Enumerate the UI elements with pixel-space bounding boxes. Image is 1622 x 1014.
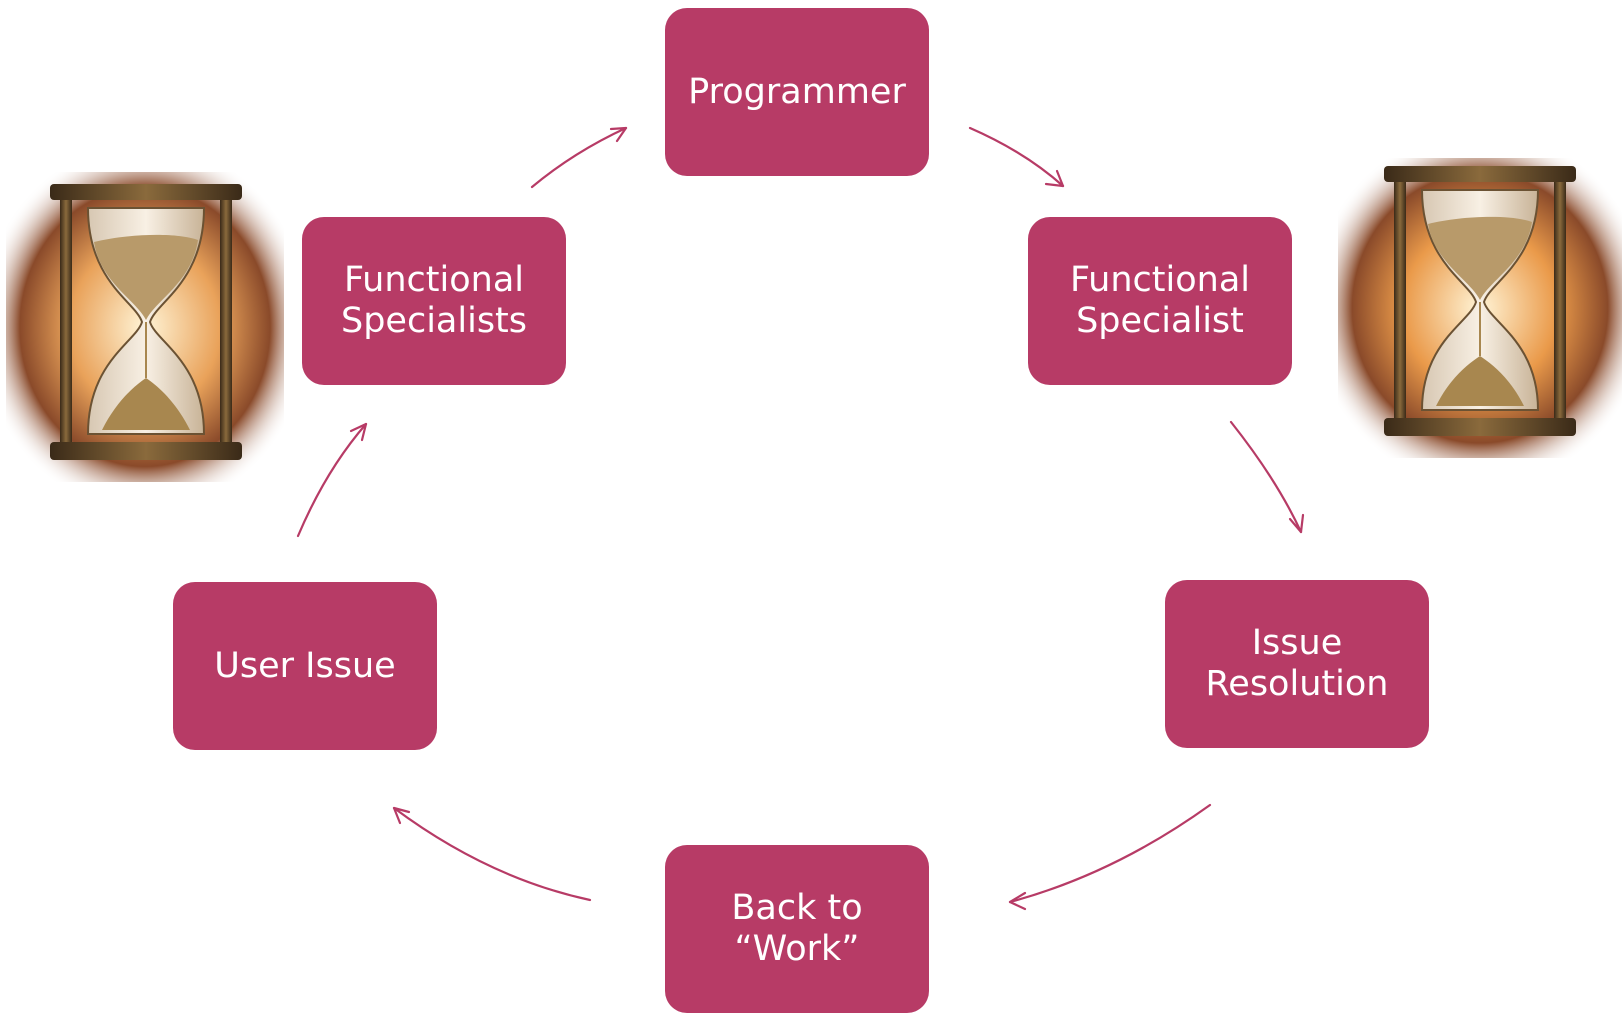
arrow-functional-specialist-to-issue-resolution (1229, 420, 1305, 534)
node-functional-specialists: Functional Specialists (302, 217, 566, 385)
node-back-to-work: Back to “Work” (665, 845, 929, 1013)
arrow-back-to-work-to-user-issue (392, 806, 592, 902)
node-issue-resolution: Issue Resolution (1165, 580, 1429, 748)
node-functional-specialist: Functional Specialist (1028, 217, 1292, 385)
arrow-functional-specialists-to-programmer (530, 126, 628, 189)
arrow-issue-resolution-to-back-to-work (1008, 803, 1212, 911)
node-programmer: Programmer (665, 8, 929, 176)
arrow-user-issue-to-functional-specialists (296, 422, 368, 538)
arrow-programmer-to-functional-specialist (968, 126, 1065, 188)
hourglass-icon (6, 172, 284, 482)
node-user-issue: User Issue (173, 582, 437, 750)
hourglass-icon (1338, 158, 1622, 458)
